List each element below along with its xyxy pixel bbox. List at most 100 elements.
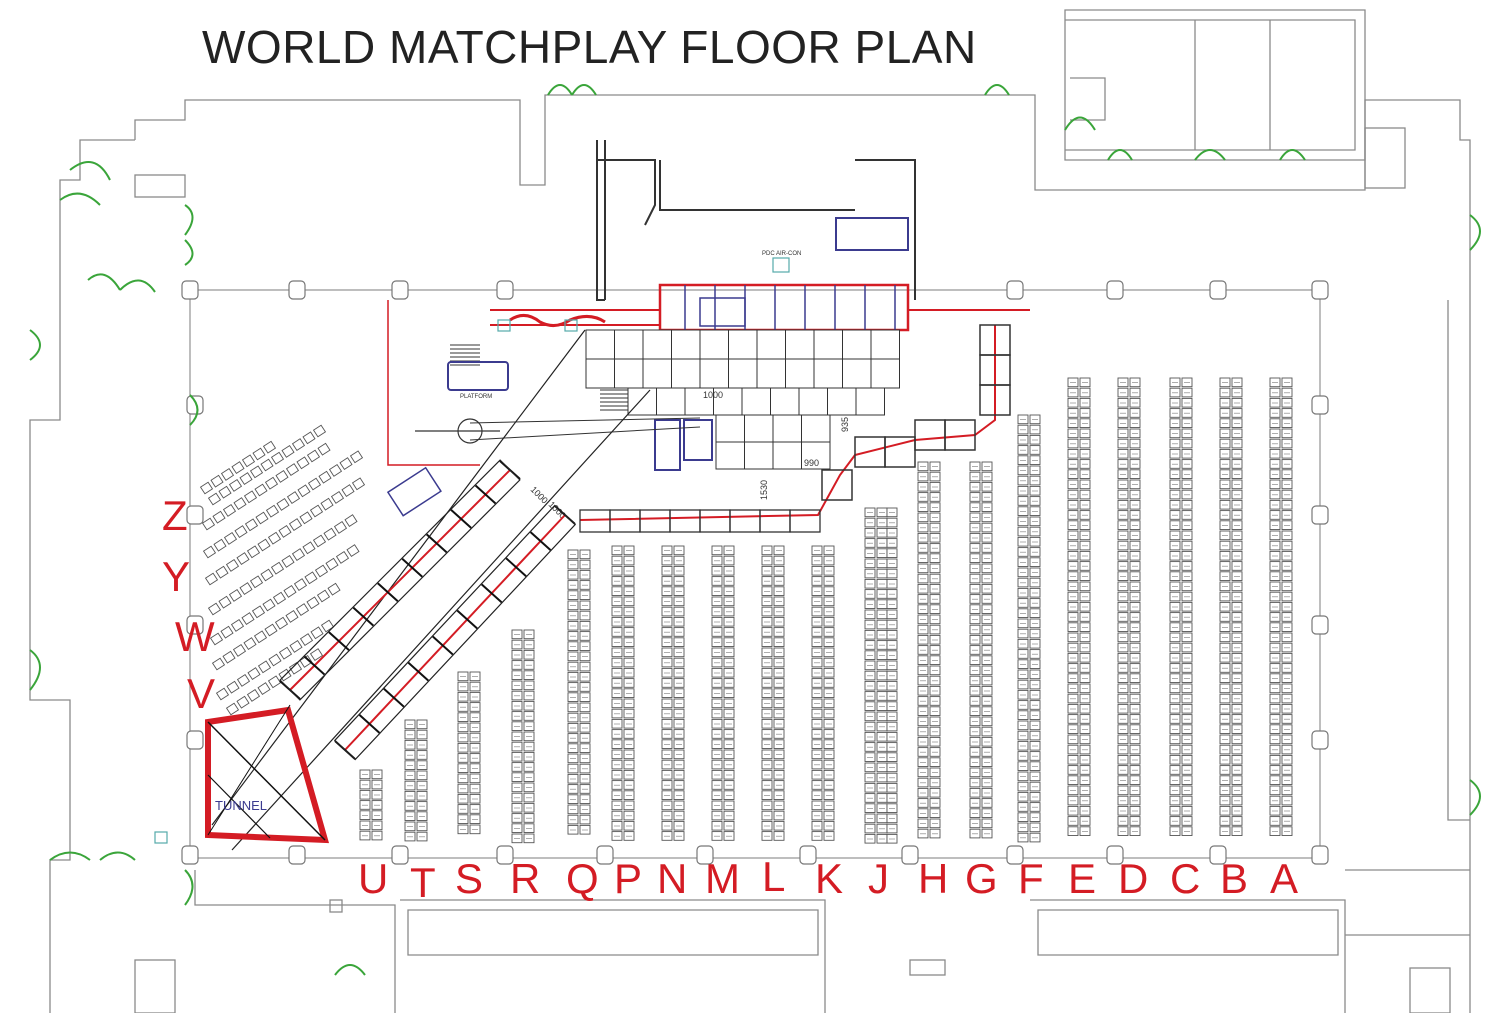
seat <box>288 518 303 532</box>
door-arc <box>189 394 199 426</box>
stage-tile <box>801 414 831 443</box>
seat <box>223 531 238 545</box>
row-label-t: T <box>410 859 436 906</box>
seat-column <box>404 719 428 842</box>
column <box>1209 845 1227 865</box>
seat <box>299 511 313 525</box>
door-arc <box>1107 149 1133 161</box>
door-arc <box>1279 149 1306 161</box>
seat <box>272 591 287 605</box>
row-label-r: R <box>510 855 541 902</box>
seat-column <box>1067 377 1091 836</box>
barrier-block <box>579 509 611 533</box>
row-label-n: N <box>657 855 688 902</box>
column <box>1006 280 1024 300</box>
column <box>1006 845 1024 865</box>
seat <box>215 687 230 701</box>
seat <box>225 702 240 716</box>
seat <box>312 424 327 438</box>
stage-tile <box>772 414 802 443</box>
seat <box>264 623 278 637</box>
stage-tile <box>715 441 745 470</box>
barrier-block <box>669 509 701 533</box>
seat <box>327 582 341 596</box>
seat <box>346 544 360 558</box>
seat <box>285 609 299 623</box>
camera-icon <box>564 319 578 332</box>
seat <box>262 440 277 454</box>
seat <box>213 538 227 552</box>
row-label-l: L <box>762 853 786 900</box>
stage-tile <box>614 329 644 360</box>
aircon-unit <box>772 257 790 273</box>
seat <box>220 467 235 481</box>
stage-tile <box>585 329 615 360</box>
seat <box>328 463 343 477</box>
seat <box>285 463 300 477</box>
stage-tile <box>642 329 672 360</box>
row-label-s: S <box>455 855 484 902</box>
seat-column <box>811 545 835 841</box>
stage-tile <box>756 358 786 389</box>
row-label-m: M <box>705 855 740 902</box>
seat <box>323 527 337 541</box>
barrier-line <box>387 300 480 466</box>
barrier-block <box>699 509 731 533</box>
stage-tile <box>699 358 729 389</box>
seat <box>249 575 264 589</box>
row-label-e: E <box>1068 855 1097 902</box>
seat <box>325 557 339 571</box>
oche-box <box>683 419 713 461</box>
seat-row-diagonal <box>211 582 341 671</box>
stage-tile <box>713 387 743 416</box>
seat <box>295 603 310 617</box>
dimension-label: 935 <box>840 417 850 432</box>
column <box>288 280 306 300</box>
seat <box>234 525 248 539</box>
barrier-block <box>979 384 1011 416</box>
seat <box>209 632 224 646</box>
seat <box>246 688 261 702</box>
column <box>1311 845 1329 865</box>
seat <box>344 514 358 528</box>
stage-tile <box>785 329 815 360</box>
seat <box>230 618 245 632</box>
seat-row-diagonal <box>199 440 277 495</box>
stage-tile <box>671 358 701 389</box>
door-arc <box>69 161 111 181</box>
door-arc <box>1469 779 1481 816</box>
platform-label: PLATFORM <box>460 394 492 400</box>
seat <box>306 449 321 463</box>
seat <box>220 625 234 639</box>
door-arc <box>49 851 136 861</box>
column <box>186 505 204 525</box>
venue-doors <box>29 84 1481 976</box>
row-label-k: K <box>815 855 844 902</box>
seat <box>281 554 295 568</box>
column <box>901 845 919 865</box>
page-title: WORLD MATCHPLAY FLOOR PLAN <box>202 21 977 73</box>
seat <box>341 484 355 498</box>
barrier-post <box>401 558 423 578</box>
barrier-lane-upper <box>289 469 511 691</box>
camera-track <box>469 417 701 424</box>
seat <box>247 667 261 681</box>
press-box <box>386 466 442 517</box>
red-curtain <box>509 314 606 327</box>
stage-tile <box>715 414 745 443</box>
seat <box>302 431 316 445</box>
barrier-block <box>821 469 853 501</box>
stage-tile <box>813 329 843 360</box>
barrier-post <box>377 582 399 602</box>
seat <box>218 595 232 609</box>
red-beam <box>490 309 1030 326</box>
seat-column <box>567 549 591 835</box>
column <box>799 845 817 865</box>
seat-row-diagonal <box>207 514 358 616</box>
row-label-w: W <box>175 613 215 660</box>
seat <box>243 637 257 651</box>
barrier-post <box>505 557 527 577</box>
door-arc <box>1064 116 1096 131</box>
seat <box>246 545 261 559</box>
seat <box>253 630 268 644</box>
